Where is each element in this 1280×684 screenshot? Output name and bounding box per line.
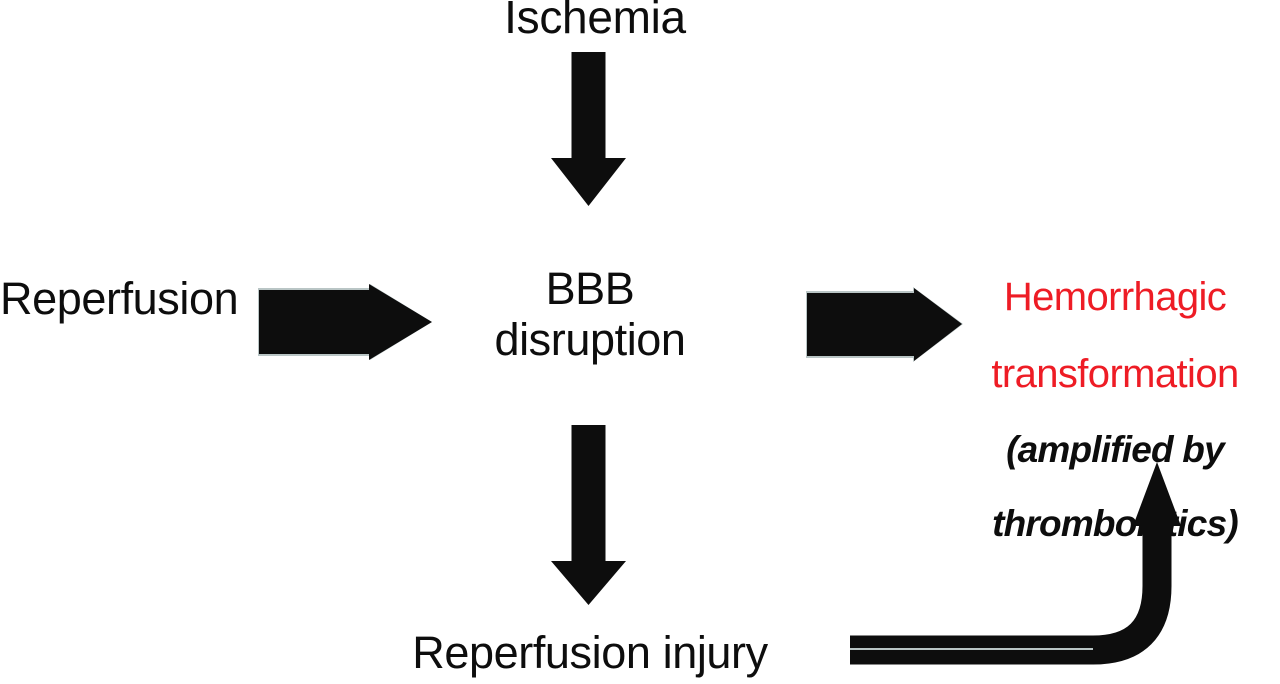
arrow-ischemia-to-bbb-down-icon: [548, 52, 630, 208]
node-bbb-disruption: BBB disruption: [430, 263, 750, 366]
node-bbb-line2: disruption: [494, 313, 686, 365]
node-hemorrhagic-transformation: Hemorrhagic transformation (amplified by…: [950, 242, 1280, 578]
node-reperfusion-injury: Reperfusion injury: [412, 627, 768, 678]
outcome-line-transformation: transformation: [991, 352, 1239, 397]
outcome-line-thrombolytics: thrombolytics): [992, 503, 1239, 545]
node-reperfusion: Reperfusion: [0, 273, 239, 324]
node-bbb-line1: BBB: [545, 263, 635, 314]
arrow-reperfusion-to-bbb-right-icon: [256, 282, 434, 362]
outcome-line-amplified-by: (amplified by: [1006, 429, 1225, 471]
arrow-bbb-to-reperfusion-injury-down-icon: [548, 425, 630, 607]
node-ischemia: Ischemia: [504, 0, 686, 43]
outcome-line-hemorrhagic: Hemorrhagic: [1003, 275, 1227, 320]
arrow-reperfusion-injury-to-hemorrhagic-transformation-elbow-up-icon: [845, 460, 1195, 684]
arrow-bbb-to-hemorrhagic-transformation-right-icon: [805, 286, 965, 364]
